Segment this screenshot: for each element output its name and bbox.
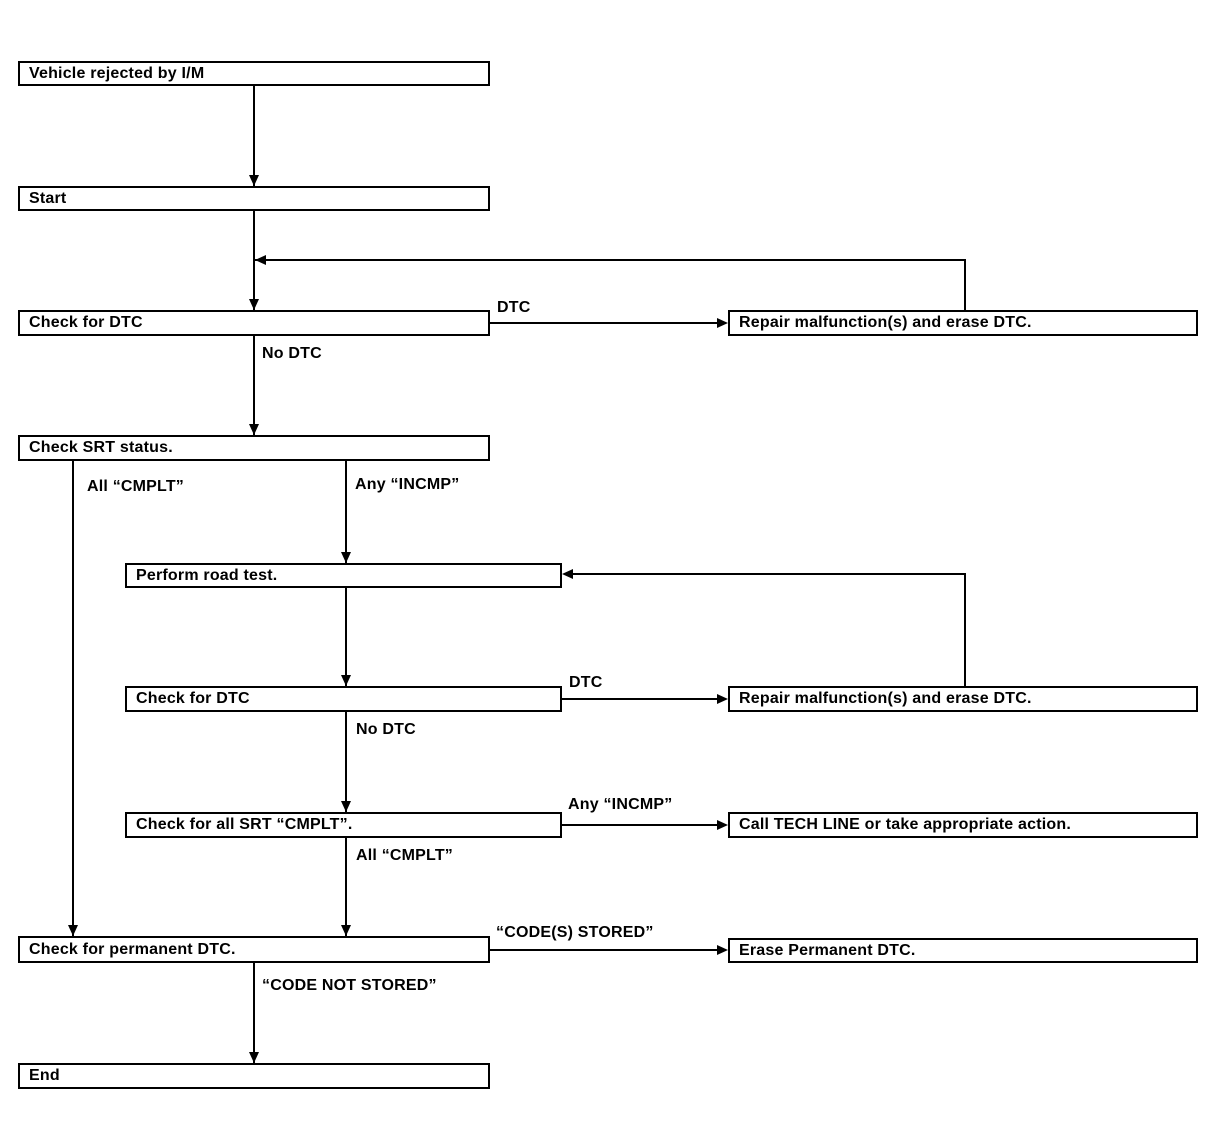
label-no-dtc-1: No DTC — [262, 345, 322, 362]
edge-check-dtc-1-to-repair-1 — [490, 322, 718, 324]
edge-road-test-to-check-dtc-2 — [345, 588, 347, 686]
label-codes-stored: “CODE(S) STORED” — [496, 924, 654, 941]
edge-start-to-check-dtc-1 — [253, 211, 255, 310]
node-end: End — [18, 1063, 490, 1089]
edge-repair-1-return-horizontal — [255, 259, 966, 261]
label-dtc-1: DTC — [497, 299, 531, 316]
edge-check-dtc-1-to-check-srt — [253, 336, 255, 435]
arrowhead-road-test-to-check-dtc-2 — [341, 675, 351, 686]
node-repair-malfunction-2: Repair malfunction(s) and erase DTC. — [728, 686, 1198, 712]
edge-repair-2-return-horizontal — [565, 573, 966, 575]
edge-check-srt-cmplt-to-call-tech — [562, 824, 718, 826]
node-check-permanent-dtc: Check for permanent DTC. — [18, 936, 490, 963]
arrowhead-check-dtc-1-to-check-srt — [249, 424, 259, 435]
node-erase-permanent-dtc: Erase Permanent DTC. — [728, 938, 1198, 963]
arrowhead-check-dtc-1-to-repair-1 — [717, 318, 728, 328]
label-all-cmplt-1: All “CMPLT” — [87, 478, 185, 495]
edge-check-srt-cmplt-to-check-permanent — [345, 838, 347, 936]
node-repair-malfunction-1: Repair malfunction(s) and erase DTC. — [728, 310, 1198, 336]
edge-repair-1-return-vertical — [964, 259, 966, 310]
label-any-incmp-1: Any “INCMP” — [355, 476, 460, 493]
arrowhead-check-srt-cmplt-to-call-tech — [717, 820, 728, 830]
arrowhead-check-permanent-to-end — [249, 1052, 259, 1063]
edge-check-permanent-to-erase — [490, 949, 718, 951]
label-dtc-2: DTC — [569, 674, 603, 691]
node-check-dtc-2: Check for DTC — [125, 686, 562, 712]
arrowhead-vehicle-to-start — [249, 175, 259, 186]
edge-check-dtc-2-to-repair-2 — [562, 698, 718, 700]
arrowhead-check-srt-to-road-test — [341, 552, 351, 563]
arrowhead-start-to-check-dtc-1 — [249, 299, 259, 310]
node-start: Start — [18, 186, 490, 211]
arrowhead-repair-1-return — [255, 255, 266, 265]
node-check-dtc-1: Check for DTC — [18, 310, 490, 336]
node-perform-road-test: Perform road test. — [125, 563, 562, 588]
node-check-srt-status: Check SRT status. — [18, 435, 490, 461]
arrowhead-check-permanent-to-erase — [717, 945, 728, 955]
arrowhead-check-dtc-2-to-repair-2 — [717, 694, 728, 704]
arrowhead-check-srt-to-check-permanent — [68, 925, 78, 936]
node-call-tech-line: Call TECH LINE or take appropriate actio… — [728, 812, 1198, 838]
edge-check-permanent-to-end — [253, 963, 255, 1063]
node-vehicle-rejected: Vehicle rejected by I/M — [18, 61, 490, 86]
edge-check-dtc-2-to-check-srt-cmplt — [345, 712, 347, 812]
label-any-incmp-2: Any “INCMP” — [568, 796, 673, 813]
node-check-all-srt-cmplt: Check for all SRT “CMPLT”. — [125, 812, 562, 838]
edge-check-srt-to-road-test — [345, 461, 347, 563]
label-no-dtc-2: No DTC — [356, 721, 416, 738]
edge-repair-2-return-vertical — [964, 573, 966, 686]
edge-check-srt-to-check-permanent — [72, 461, 74, 936]
arrowhead-check-srt-cmplt-to-check-permanent — [341, 925, 351, 936]
arrowhead-check-dtc-2-to-check-srt-cmplt — [341, 801, 351, 812]
edge-vehicle-to-start — [253, 86, 255, 186]
label-all-cmplt-2: All “CMPLT” — [356, 847, 454, 864]
label-code-not-stored: “CODE NOT STORED” — [262, 977, 437, 994]
arrowhead-repair-2-return — [562, 569, 573, 579]
